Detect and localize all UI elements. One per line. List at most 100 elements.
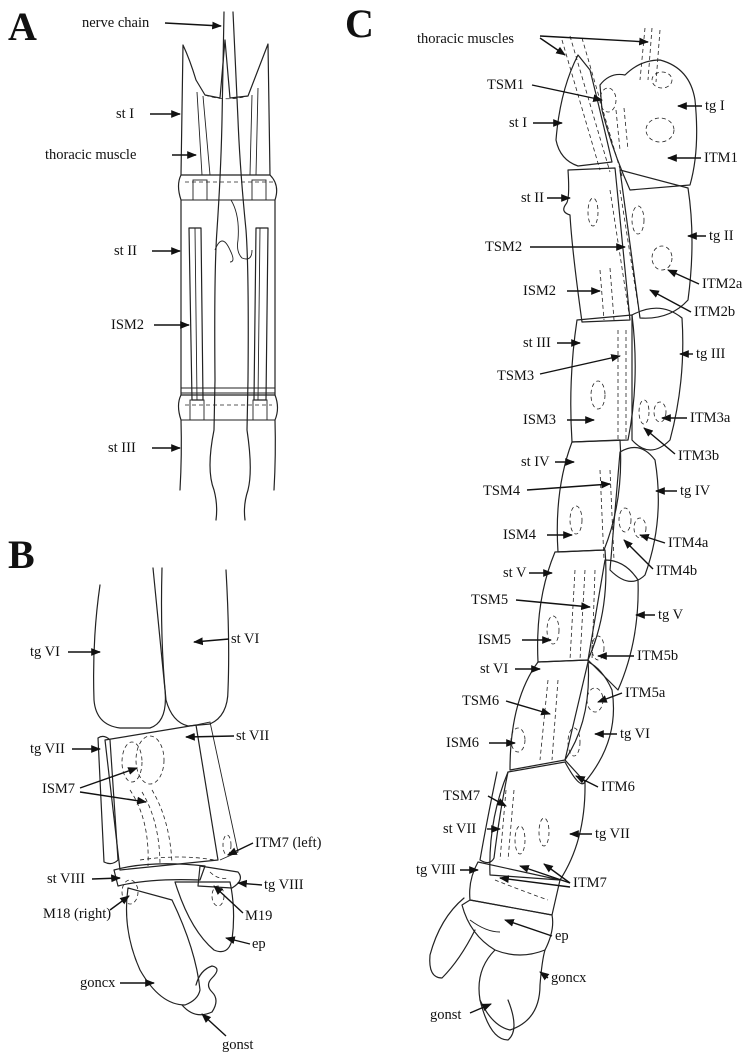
label-TSM3: TSM3 xyxy=(497,368,534,384)
label-TSM1: TSM1 xyxy=(487,77,524,93)
arrow-C-ITM7-a xyxy=(519,865,571,884)
arrow-ep-b xyxy=(225,936,251,945)
label-ITM4b: ITM4b xyxy=(656,563,697,579)
arrow-st-VII xyxy=(185,732,235,741)
label-gonst: gonst xyxy=(222,1037,253,1053)
arrow-gonst-b xyxy=(201,1013,227,1037)
panel-b: B tg xyxy=(8,532,322,1053)
label-ISM7: ISM7 xyxy=(42,781,75,797)
label-ISM2: ISM2 xyxy=(111,317,144,333)
arrow-st-VI xyxy=(193,637,230,646)
label-st-II: st II xyxy=(114,243,137,259)
label-ITM3a: ITM3a xyxy=(690,410,731,426)
sternite-III-drawing xyxy=(177,394,279,491)
label-C-st-III: st III xyxy=(523,335,551,351)
arrow-TSM1 xyxy=(531,84,603,102)
arrow-ISM7-b xyxy=(79,791,147,805)
label-C-tg-IV: tg IV xyxy=(680,483,711,499)
arrow-C-gonst xyxy=(469,1003,492,1014)
label-C-ISM5: ISM5 xyxy=(478,632,511,648)
label-tg-VIII: tg VIII xyxy=(264,877,304,893)
label-ITM7-left: ITM7 (left) xyxy=(255,835,322,851)
label-C-st-V: st V xyxy=(503,565,527,581)
label-goncx: goncx xyxy=(80,975,116,991)
panel-letter-c: C xyxy=(345,1,374,46)
label-thoracic-muscle: thoracic muscle xyxy=(45,147,136,163)
label-C-tg-V: tg V xyxy=(658,607,684,623)
label-ITM6: ITM6 xyxy=(601,779,635,795)
label-C-st-VI: st VI xyxy=(480,661,509,677)
label-C-tg-I: tg I xyxy=(705,98,725,114)
label-TSM2: TSM2 xyxy=(485,239,522,255)
label-C-gonst: gonst xyxy=(430,1007,461,1023)
arrow-ITM7-left xyxy=(227,842,254,856)
label-C-tg-VII: tg VII xyxy=(595,826,630,842)
label-st-VII: st VII xyxy=(236,728,269,744)
label-C-ISM6: ISM6 xyxy=(446,735,479,751)
label-st-VIII: st VIII xyxy=(47,871,85,887)
arrow-ITM5a xyxy=(597,692,623,703)
arrow-TSM5 xyxy=(515,599,591,611)
arrow-TSM6 xyxy=(505,700,551,716)
arrow-C-ep xyxy=(504,919,553,937)
label-ep: ep xyxy=(252,936,266,952)
label-TSM7: TSM7 xyxy=(443,788,480,804)
label-ITM2a: ITM2a xyxy=(702,276,743,292)
arrow-ISM7-a xyxy=(79,767,138,789)
label-C-tg-VI: tg VI xyxy=(620,726,650,742)
abdomen-lateral-drawing xyxy=(429,27,698,1041)
label-st-III: st III xyxy=(108,440,136,456)
arrow-ITM2b xyxy=(649,289,692,313)
label-C-st-I: st I xyxy=(509,115,527,131)
label-TSM6: TSM6 xyxy=(462,693,499,709)
label-tg-VII: tg VII xyxy=(30,741,65,757)
label-ITM1: ITM1 xyxy=(704,150,738,166)
panel-c: C xyxy=(345,1,743,1041)
label-ITM5b: ITM5b xyxy=(637,648,678,664)
label-ITM4a: ITM4a xyxy=(668,535,709,551)
label-C-st-II: st II xyxy=(521,190,544,206)
arrow-ITM6 xyxy=(575,775,599,788)
label-ITM5a: ITM5a xyxy=(625,685,666,701)
label-C-ISM2: ISM2 xyxy=(523,283,556,299)
label-C-ITM7: ITM7 xyxy=(573,875,607,891)
label-ITM3b: ITM3b xyxy=(678,448,719,464)
label-ITM2b: ITM2b xyxy=(694,304,735,320)
arrow-thoracic-muscles-2 xyxy=(539,35,649,46)
arrow-C-goncx xyxy=(539,971,550,981)
label-TSM4: TSM4 xyxy=(483,483,521,499)
arrow-st-VIII xyxy=(91,874,121,883)
arrow-TSM4 xyxy=(526,480,611,491)
arrow-ITM2a xyxy=(667,269,700,285)
label-C-tg-VIII: tg VIII xyxy=(416,862,456,878)
arrow-M19 xyxy=(213,885,244,914)
arrow-ITM3b xyxy=(643,427,676,455)
sternite-I-drawing xyxy=(180,39,271,176)
arrow-thoracic-muscles-1 xyxy=(539,37,566,56)
label-tg-VI: tg VI xyxy=(30,644,60,660)
arrow-tg-VIII xyxy=(237,879,263,888)
arrow-M18-right xyxy=(109,895,130,911)
label-C-ep: ep xyxy=(555,928,569,944)
arrow-TSM7 xyxy=(487,795,507,807)
arrow-C-ITM7-c xyxy=(499,875,571,888)
sternite-II-drawing xyxy=(177,174,278,401)
label-M18-right: M18 (right) xyxy=(43,906,111,922)
label-C-tg-II: tg II xyxy=(709,228,734,244)
label-st-VI: st VI xyxy=(231,631,260,647)
label-C-st-IV: st IV xyxy=(521,454,550,470)
arrow-ITM4b xyxy=(623,539,654,570)
arrow-TSM3 xyxy=(539,354,621,375)
panel-letter-b: B xyxy=(8,532,35,577)
panel-a: A xyxy=(8,4,279,521)
nerve-chain-drawing xyxy=(209,11,253,521)
label-C-st-VII: st VII xyxy=(443,821,476,837)
label-C-goncx: goncx xyxy=(551,970,587,986)
label-st-I: st I xyxy=(116,106,134,122)
panel-letter-a: A xyxy=(8,4,37,49)
label-M19: M19 xyxy=(245,908,272,924)
label-TSM5: TSM5 xyxy=(471,592,508,608)
label-C-ISM3: ISM3 xyxy=(523,412,556,428)
arrow-nerve-chain xyxy=(164,21,222,30)
